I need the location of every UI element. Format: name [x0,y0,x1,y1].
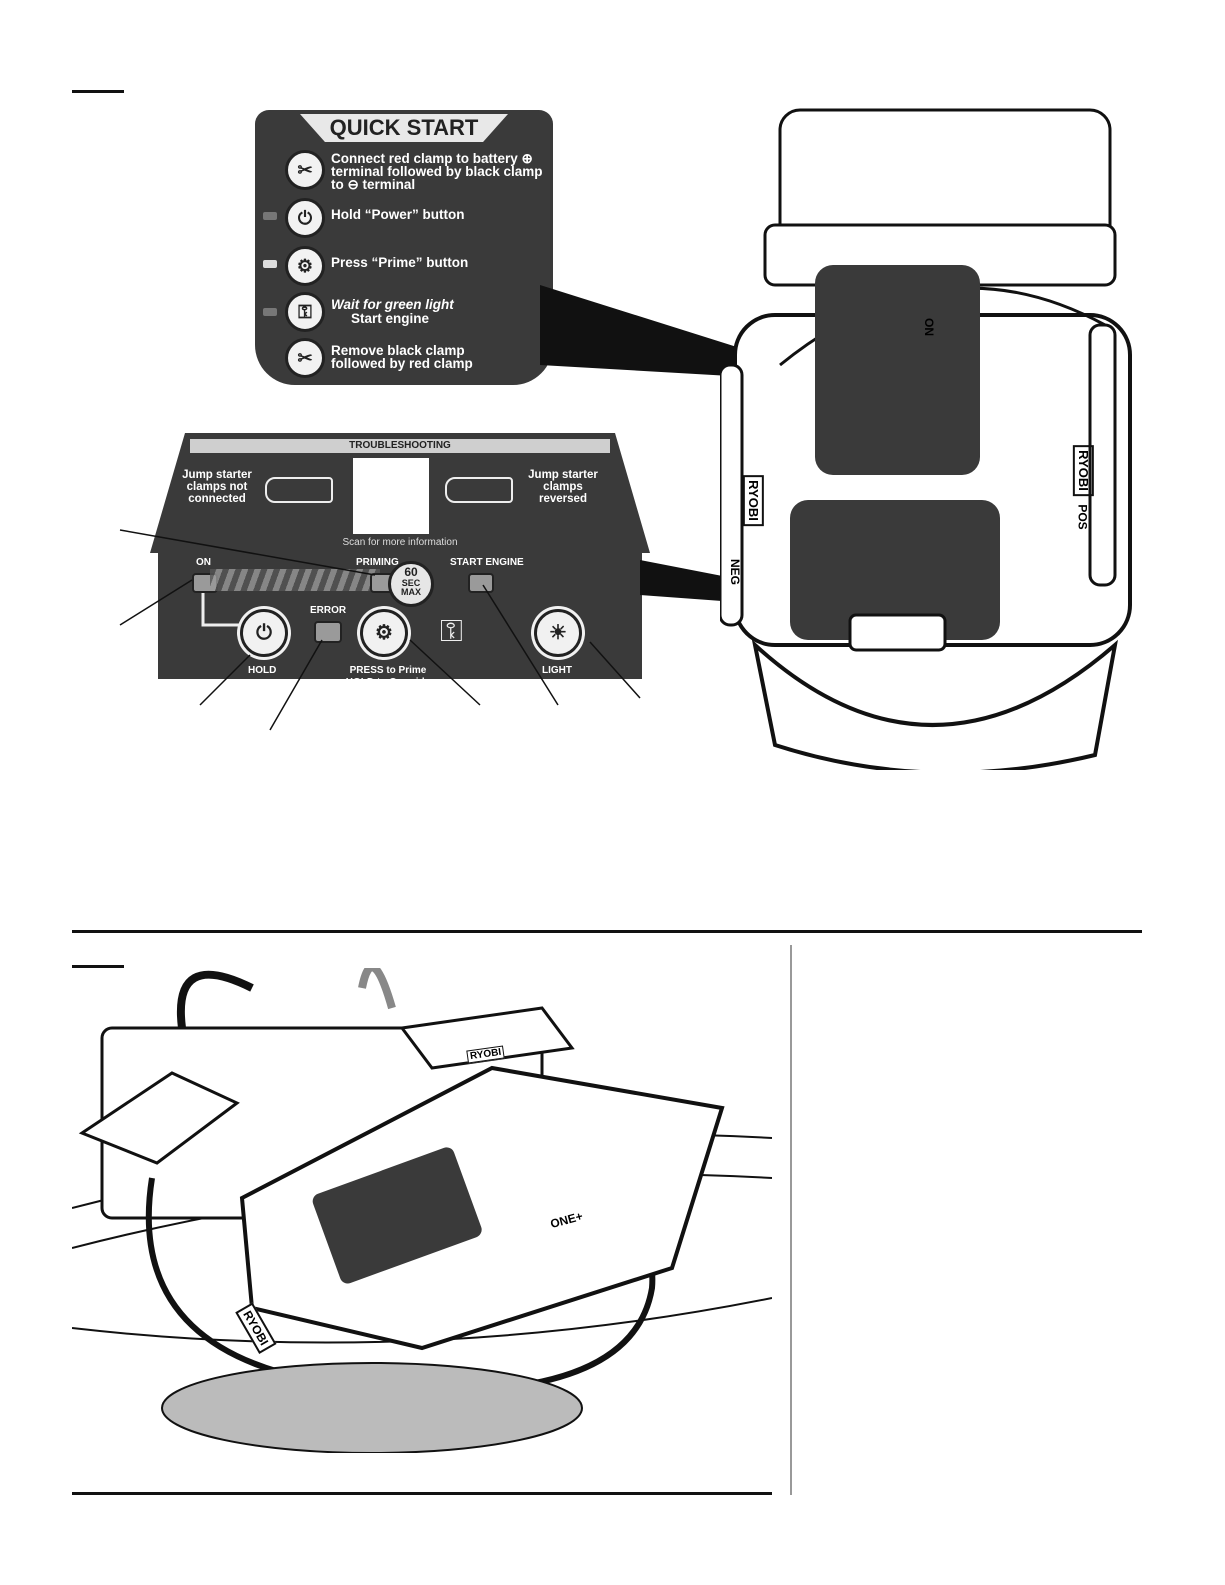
dial-mid: SEC [401,578,421,588]
not-connected-led-diagram [265,477,333,503]
qr-code[interactable] [353,458,429,534]
prime-button[interactable]: ⚙ [360,609,408,657]
black-clamp-icon: ✂ [285,338,325,378]
jump-starter-device-drawing: RYOBI RYOBI NEG POS ON [718,105,1140,775]
light-label: LIGHT [542,665,572,676]
error-led [314,621,342,643]
step-2-text: Hold “Power” button [331,207,465,222]
red-clamp-icon: ✂ [285,150,325,190]
neg-label: NEG [728,558,743,586]
on-label: ON [196,557,211,568]
battery-connection-illustration: RYOBI ONE+ RYOBI [71,963,773,1454]
power-button[interactable]: ⏻ [240,609,288,657]
reversed-led-diagram [445,477,513,503]
device-outline [718,108,1132,775]
troubleshooting-title: TROUBLESHOOTING [190,439,610,453]
column-divider [790,945,792,1495]
quick-start-step-3: ⚙ Press “Prime” button [285,246,550,286]
brand-logo-left: RYOBI [742,475,764,526]
hold-label: HOLD [248,665,277,676]
control-area: ON PRIMING 60 SEC MAX START ENGINE ⏻ HOL… [158,551,642,688]
control-panel-detail: TROUBLESHOOTING Jump starter clamps not … [150,433,650,688]
figure-2-bottom-rule [72,1492,772,1495]
pos-label: POS [1075,504,1090,530]
power-icon: ⏻ [285,198,325,238]
on-connector-line [201,593,256,627]
press-prime-label: PRESS to Prime [349,665,427,676]
start-engine-led [468,573,494,593]
key-icon: ⚿ [285,292,325,332]
step-3-text: Press “Prime” button [331,255,469,270]
on-device-label: ON [922,318,936,336]
step-1-text: Connect red clamp to battery ⊕ terminal … [331,151,543,192]
figure-1-marker [72,90,124,93]
scan-info-text: Scan for more information [342,537,458,548]
quick-start-step-2: ⏻ Hold “Power” button [285,198,550,238]
clamps-reversed-text: Jump starter clamps reversed [528,469,598,505]
prime-led-indicator [263,260,277,268]
section-divider [72,930,1142,933]
step-4-text-bold: Wait for green light [331,297,454,312]
battery-connection-drawing [71,963,773,1454]
quick-start-step-4: ⚿ Wait for green light Start engine [285,292,550,332]
key-start-icon: ⚿ [440,615,463,648]
timer-dial-icon: 60 SEC MAX [388,561,434,607]
step-5-text: Remove black clamp followed by red clamp [331,343,473,371]
hold-override-label: HOLD to Override [345,677,431,688]
figure-2-marker [72,965,124,968]
troubleshooting-area: TROUBLESHOOTING Jump starter clamps not … [150,433,650,553]
quick-start-step-5: ✂ Remove black clamp followed by red cla… [285,338,550,378]
priming-label: PRIMING [356,557,399,568]
power-led-indicator [263,212,277,220]
engine-icon: ⚙ [285,246,325,286]
quick-start-label: QUICK START ✂ Connect red clamp to batte… [255,110,553,385]
progress-chevrons [210,569,380,591]
callout-lines [119,529,641,731]
clamps-not-connected-text: Jump starter clamps not connected [182,469,252,505]
error-label: ERROR [310,605,347,616]
quick-start-step-1: ✂ Connect red clamp to battery ⊕ termina… [285,150,550,192]
quick-start-title: QUICK START [300,114,508,142]
step-4-text-sub: Start engine [351,311,430,326]
dial-top: 60 [404,565,418,579]
light-button[interactable]: ☀ [534,609,582,657]
start-engine-label: START ENGINE [450,557,524,568]
start-led-indicator [263,308,277,316]
brand-logo-right: RYOBI [1072,445,1094,496]
dial-bot: MAX [401,587,421,597]
